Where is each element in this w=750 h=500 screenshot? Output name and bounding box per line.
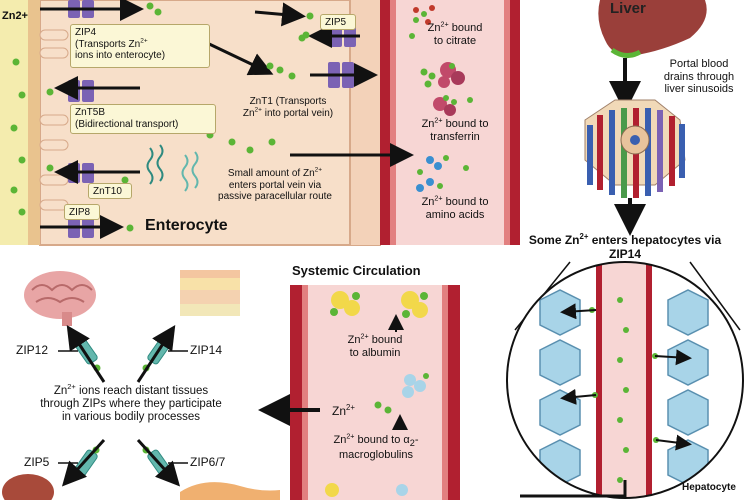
macro-sub: 2 (409, 438, 415, 449)
macro-c: macroglobulins (339, 448, 413, 461)
paracellular-line2: enters portal vein via (228, 179, 322, 191)
skin-icon (180, 270, 240, 316)
znt1-line1: ZnT1 (Transports (249, 96, 327, 107)
znt5b-title: ZnT5B (75, 107, 106, 118)
zip4-desc-b: ions into enterocyte) (75, 50, 166, 61)
znt1-line2b: into portal vein) (261, 107, 334, 119)
zip4-desc-a: (Transports Zn (75, 38, 141, 50)
desc-c: through ZIPs where they participate (40, 398, 222, 411)
zn-label-lumen: Zn2+ (2, 10, 28, 22)
znt10-label: ZnT10 (88, 183, 132, 199)
zip5-tissue-label: ZIP5 (24, 455, 50, 469)
hepatocyte-entry-label: Some Zn2+ enters hepatocytes via ZIP14 (500, 232, 750, 262)
amino-a: Zn (421, 196, 435, 208)
amino-c: amino acids (425, 208, 485, 221)
znt5b-label-box: ZnT5B (Bidirectional transport) (70, 104, 216, 134)
hep-entry-a: Some Zn (528, 233, 580, 247)
pancreas-icon (180, 482, 280, 500)
portal-line1: Portal blood (669, 58, 729, 70)
citrate-c: to citrate (433, 34, 477, 47)
portal-line3: liver sinusoids (664, 83, 734, 96)
paracellular-label: Small amount of Zn2+ enters portal vein … (195, 166, 355, 203)
albumin-sup: 2+ (360, 332, 369, 341)
enterocyte-arrows (40, 0, 414, 239)
free-sup: 2+ (346, 403, 355, 412)
zip67-label: ZIP6/7 (190, 455, 226, 469)
macroglobulin-label: Zn2+ bound to α2- macroglobulins (316, 432, 436, 461)
desc-sup: 2+ (67, 382, 76, 392)
systemic-vessel (290, 285, 460, 500)
systemic-title: Systemic Circulation (292, 263, 421, 278)
transferrin-label: Zn2+ bound to transferrin (405, 116, 505, 143)
zip4-title: ZIP4 (75, 27, 97, 38)
transferrin-a: Zn (421, 118, 435, 130)
zip14-tissue-label: ZIP14 (190, 343, 223, 357)
brain-icon (24, 271, 96, 326)
amino-acids-label: Zn2+ bound to amino acids (405, 194, 505, 221)
macro-sup: 2+ (346, 432, 355, 441)
free-zn-label: Zn2+ (332, 403, 355, 419)
znt5b-desc: (Bidirectional transport) (75, 118, 179, 130)
hep-entry-b: enters hepatocytes via (588, 233, 722, 247)
zip12-label: ZIP12 (16, 343, 49, 357)
amino-sup: 2+ (434, 194, 443, 203)
liver-organ (598, 0, 707, 58)
desc-b: ions reach distant tissues (75, 385, 209, 397)
albumin-a: Zn (347, 334, 361, 346)
macro-b2: - (414, 434, 419, 446)
liver-title: Liver (610, 0, 646, 17)
citrate-sup: 2+ (440, 20, 449, 29)
paracellular-line3: passive paracellular route (218, 191, 332, 202)
desc-a: Zn (53, 385, 68, 397)
amino-b: bound to (442, 196, 489, 208)
portal-drain-label: Portal blood drains through liver sinuso… (650, 58, 748, 96)
desc-d: in various bodily processes (61, 411, 201, 424)
znt1-line2a: Zn (242, 107, 255, 119)
transferrin-c: transferrin (430, 130, 480, 143)
portal-vein-complexes (409, 5, 473, 192)
portal-line2: drains through (663, 70, 735, 83)
sinusoid-zoom (506, 261, 744, 499)
macro-a: Zn (333, 434, 347, 446)
zip4-label-box: ZIP4 (Transports Zn2+ ions into enterocy… (70, 24, 210, 68)
hepatocyte-label: Hepatocyte (682, 482, 736, 493)
free-a: Zn (332, 404, 347, 418)
citrate-b: bound (448, 22, 483, 34)
citrate-label: Zn2+ bound to citrate (405, 20, 505, 47)
portal-vein (380, 0, 520, 245)
tissue-description: Zn2+ ions reach distant tissues through … (0, 382, 262, 425)
paracellular-sup: 2+ (314, 166, 323, 174)
hep-entry-sup: 2+ (579, 232, 589, 241)
transferrin-b: bound to (442, 118, 489, 130)
albumin-b: bound (368, 334, 403, 346)
liver-lobule (584, 99, 686, 198)
paracellular-line1: Small amount of Zn (227, 168, 315, 179)
zip8-label: ZIP8 (64, 204, 100, 220)
transferrin-sup: 2+ (434, 116, 443, 125)
enterocyte-title: Enterocyte (145, 217, 228, 234)
zip5-enterocyte-label: ZIP5 (320, 14, 356, 30)
paracellular-route (146, 144, 199, 192)
hep-entry-c: ZIP14 (608, 246, 641, 261)
kidney-icon (2, 474, 54, 500)
citrate-a: Zn (427, 22, 441, 34)
albumin-c: to albumin (349, 346, 401, 359)
macro-b: bound to α (354, 434, 410, 446)
albumin-label: Zn2+ bound to albumin (330, 332, 420, 359)
zip4-desc-sup: 2+ (140, 37, 148, 45)
systemic-complexes (325, 291, 429, 497)
znt1-sup: 2+ (254, 106, 262, 114)
znt1-label: ZnT1 (Transports Zn2+ into portal vein) (218, 96, 358, 119)
